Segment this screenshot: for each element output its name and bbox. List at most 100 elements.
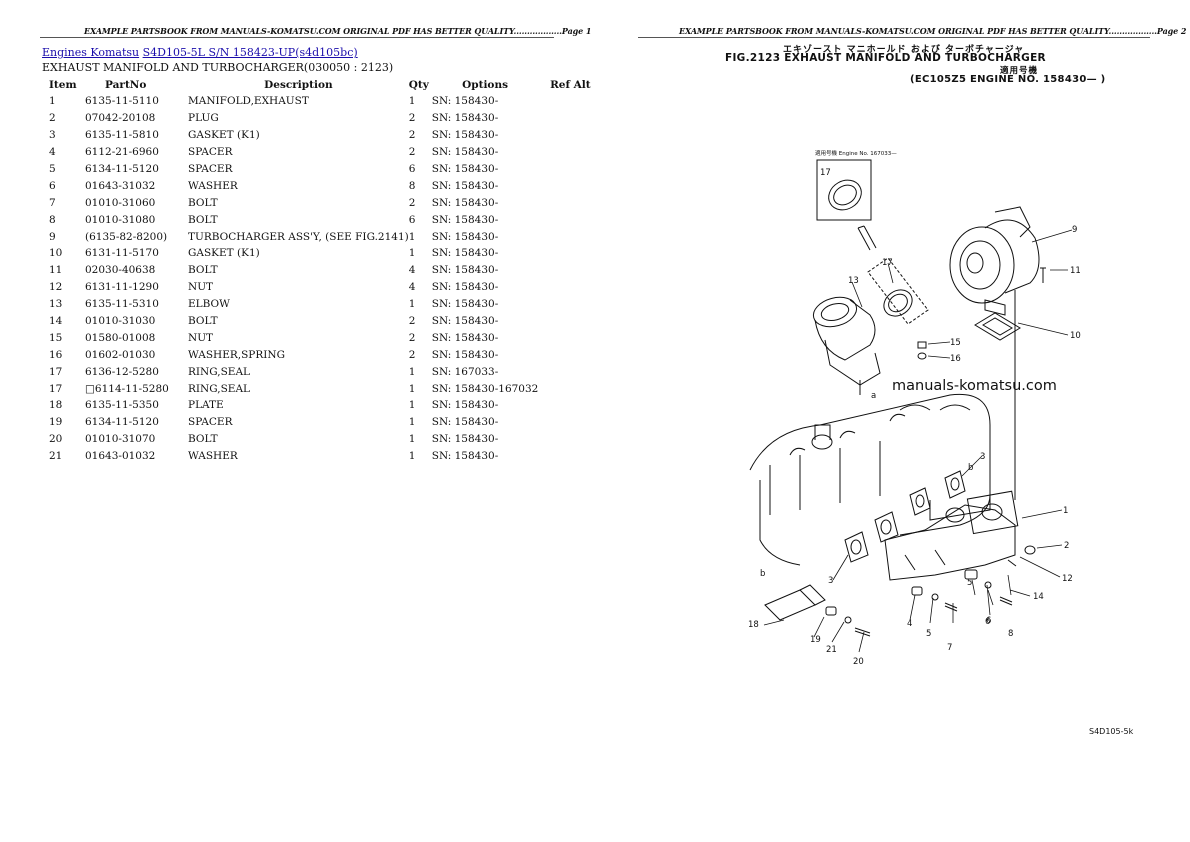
cell-options: SN: 167033-	[431, 365, 499, 378]
cell-qty: 2	[408, 315, 416, 328]
cell-qty: 6	[408, 213, 416, 226]
callout-label: 12	[1062, 574, 1073, 584]
cell-description: BOLT	[188, 213, 218, 226]
figure-title-japanese: エキゾースト マニホールド および ターボチャージャ	[783, 45, 1025, 55]
callout-label: 15	[950, 338, 961, 348]
cell-options: SN: 158430-	[431, 315, 499, 328]
inset-label: 適用号機 Engine No. 167033—	[815, 151, 897, 157]
nut-washer-illustration	[917, 341, 927, 360]
cell-qty: 4	[408, 264, 416, 277]
cell-qty: 1	[408, 298, 416, 311]
inset-seal-ring	[816, 159, 872, 221]
breadcrumb-link-engines[interactable]: Engines Komatsu	[42, 46, 140, 59]
cell-partno: 01010-31080	[85, 213, 156, 226]
cell-qty: 6	[408, 163, 416, 175]
cell-item: 3	[49, 129, 56, 142]
callout-label: 14	[1033, 592, 1044, 602]
cell-partno: 6131-11-1290	[85, 281, 159, 294]
cell-partno: □6114-11-5280	[85, 382, 169, 395]
page-header-right: EXAMPLE PARTSBOOK FROM MANUALS-KOMATSU.C…	[679, 26, 1187, 36]
cell-item: 15	[49, 331, 63, 344]
figure-code: S4D105-5k	[1089, 727, 1134, 736]
cell-qty: 1	[408, 95, 416, 108]
cell-options: SN: 158430-	[431, 179, 499, 192]
cell-item: 16	[49, 348, 63, 361]
cell-description: SPACER	[188, 416, 233, 429]
cell-ref-alt	[538, 279, 602, 296]
cell-item: 20	[49, 433, 63, 446]
cell-options: SN: 158430-	[431, 298, 499, 311]
cell-ref-alt	[538, 414, 602, 431]
callout-label: 10	[1070, 331, 1081, 341]
cell-ref-alt	[538, 313, 602, 330]
cell-partno: 6135-11-5350	[85, 399, 159, 412]
callout-labels: 17179111310151612123314456785618192120bb…	[748, 168, 1081, 667]
callout-label: 11	[1070, 266, 1081, 276]
cell-options: SN: 158430-	[431, 196, 499, 209]
cell-options: SN: 158430-	[431, 146, 499, 159]
cell-item: 1	[49, 95, 56, 108]
callout-label: b	[968, 463, 973, 473]
cell-qty: 1	[408, 230, 416, 243]
cell-item: 18	[49, 399, 63, 412]
breadcrumb-link-model[interactable]: S4D105-5L S/N 158423-UP(s4d105bc)	[142, 46, 358, 59]
cell-description: NUT	[188, 331, 214, 344]
callout-label: 18	[748, 620, 759, 630]
table-row: 9(6135-82-8200)TURBOCHARGER ASS'Y, (SEE …	[42, 228, 602, 245]
callout-label: 8	[1008, 629, 1013, 639]
cell-item: 6	[49, 179, 56, 192]
cell-description: GASKET (K1)	[188, 247, 260, 260]
cell-options: SN: 158430-	[431, 230, 499, 243]
cell-partno: 6134-11-5120	[85, 163, 159, 175]
gasket-10-illustration	[974, 312, 1021, 341]
cell-qty: 1	[408, 416, 416, 429]
callout-label: 20	[853, 657, 864, 667]
cell-partno: 01602-01030	[85, 348, 156, 361]
cell-item: 8	[49, 213, 56, 226]
cell-item: 17	[49, 382, 63, 395]
callout-label: 19	[810, 635, 821, 645]
cell-options: SN: 158430-	[431, 399, 499, 412]
cell-ref-alt	[538, 93, 602, 110]
cell-qty: 8	[408, 179, 416, 192]
cell-partno: 01010-31070	[85, 433, 156, 446]
figure-engine-range: (EC105Z5 ENGINE NO. 158430— )	[910, 74, 1106, 85]
cell-partno: 6112-21-6960	[85, 146, 159, 159]
callout-label: 6	[986, 616, 991, 626]
cell-options: SN: 158430-	[431, 95, 499, 108]
cell-ref-alt	[538, 329, 602, 346]
cell-options: SN: 158430-	[431, 450, 499, 463]
cell-partno: 01010-31060	[85, 196, 156, 209]
cell-description: BOLT	[188, 433, 218, 446]
callout-label: 3	[980, 452, 985, 462]
cell-options: SN: 158430-	[431, 281, 499, 294]
cell-ref-alt	[538, 363, 602, 380]
cell-options: SN: 158430-	[431, 348, 499, 361]
cell-partno: 6135-11-5310	[85, 298, 159, 311]
cell-options: SN: 158430-	[431, 416, 499, 429]
col-header-qty: Qty	[408, 78, 429, 91]
cell-ref-alt	[538, 177, 602, 194]
col-header-ref-alt: Ref Alt	[550, 78, 591, 91]
callout-label: 5	[967, 578, 972, 588]
cell-options: SN: 158430-	[431, 129, 499, 142]
cell-options: SN: 158430-	[431, 264, 499, 277]
figure-title: FIG.2123 EXHAUST MANIFOLD AND TURBOCHARG…	[725, 52, 1046, 64]
cell-ref-alt	[538, 144, 602, 161]
cell-ref-alt	[538, 380, 602, 397]
elbow-13-illustration	[812, 296, 881, 395]
cell-description: WASHER,SPRING	[188, 348, 285, 361]
cell-qty: 1	[408, 450, 416, 463]
cell-item: 17	[49, 365, 63, 378]
callout-label: 7	[947, 643, 952, 653]
callout-label: 5	[926, 629, 931, 639]
cell-description: BOLT	[188, 196, 218, 209]
